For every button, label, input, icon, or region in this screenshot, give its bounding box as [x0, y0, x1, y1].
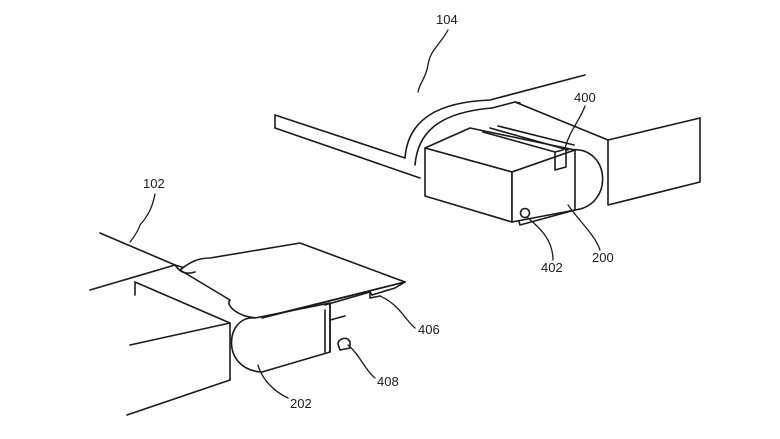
detent-408: [337, 337, 351, 351]
upper-device-body: [274, 74, 701, 206]
lower-device-body: [89, 232, 231, 416]
label-406: 406: [418, 322, 440, 337]
label-200: 200: [592, 250, 614, 265]
label-408: 408: [377, 374, 399, 389]
lower-connector-202: [174, 242, 406, 373]
upper-connector-200: [424, 125, 604, 226]
label-402: 402: [541, 260, 563, 275]
hole-402: [519, 207, 531, 219]
label-202: 202: [290, 396, 312, 411]
reference-labels: 104 400 402 200 102 406 408 202: [129, 12, 614, 411]
label-104: 104: [436, 12, 458, 27]
label-102: 102: [143, 176, 165, 191]
label-400: 400: [574, 90, 596, 105]
